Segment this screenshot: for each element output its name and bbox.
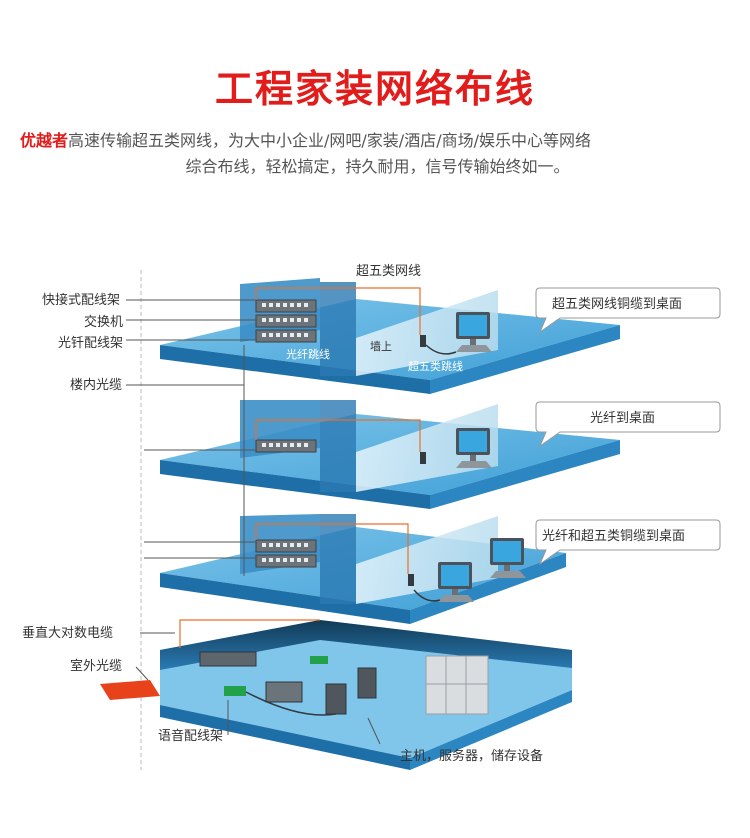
- label-fiber-jumper: 光纤跳线: [286, 347, 330, 361]
- callout-3-text: 光纤和超五类铜缆到桌面: [542, 528, 685, 544]
- intro-description-1: 高速传输超五类网线，为大中小企业/网吧/家装/酒店/商场/娱乐中心等网络: [68, 131, 591, 150]
- leader-lines: [126, 299, 381, 745]
- label-servers: 主机，服务器，储存设备: [400, 748, 543, 764]
- label-outdoor-fiber: 室外光缆: [70, 658, 122, 674]
- intro-text: 优越者高速传输超五类网线，为大中小企业/网吧/家装/酒店/商场/娱乐中心等网络 …: [20, 128, 735, 180]
- label-wall: 墙上: [370, 339, 392, 353]
- ground-floor: [160, 619, 572, 770]
- intro-line-1: 优越者高速传输超五类网线，为大中小企业/网吧/家装/酒店/商场/娱乐中心等网络: [20, 128, 735, 154]
- page-title: 工程家装网络布线: [214, 67, 535, 111]
- label-switch: 交换机: [84, 314, 123, 330]
- callout-1-text: 超五类网线铜缆到桌面: [552, 296, 682, 312]
- floor-3: [160, 514, 566, 624]
- label-vertical-cable: 垂直大对数电缆: [22, 625, 113, 641]
- callout-3: 光纤和超五类铜缆到桌面: [535, 519, 721, 566]
- label-fiber-panel: 光钎配线架: [58, 336, 123, 351]
- callout-2: 光纤到桌面: [535, 401, 721, 448]
- callout-2-text: 光纤到桌面: [590, 411, 655, 426]
- label-top-cable: 超五类网线: [356, 264, 421, 279]
- intro-description-2: 综合布线，轻松搞定，持久耐用，信号传输始终如一。: [185, 157, 570, 176]
- floor-2: [160, 400, 620, 509]
- label-building-fiber: 楼内光缆: [70, 377, 122, 393]
- label-cat5e-jumper: 超五类跳线: [408, 359, 463, 373]
- label-voice-panel: 语音配线架: [158, 728, 223, 744]
- brand-name: 优越者: [20, 131, 69, 150]
- callout-1: 超五类网线铜缆到桌面: [535, 287, 721, 334]
- floor-1: [160, 278, 620, 394]
- outdoor-cable-entry: [100, 680, 160, 700]
- label-patch-panel-fast: 快接式配线架: [42, 292, 120, 308]
